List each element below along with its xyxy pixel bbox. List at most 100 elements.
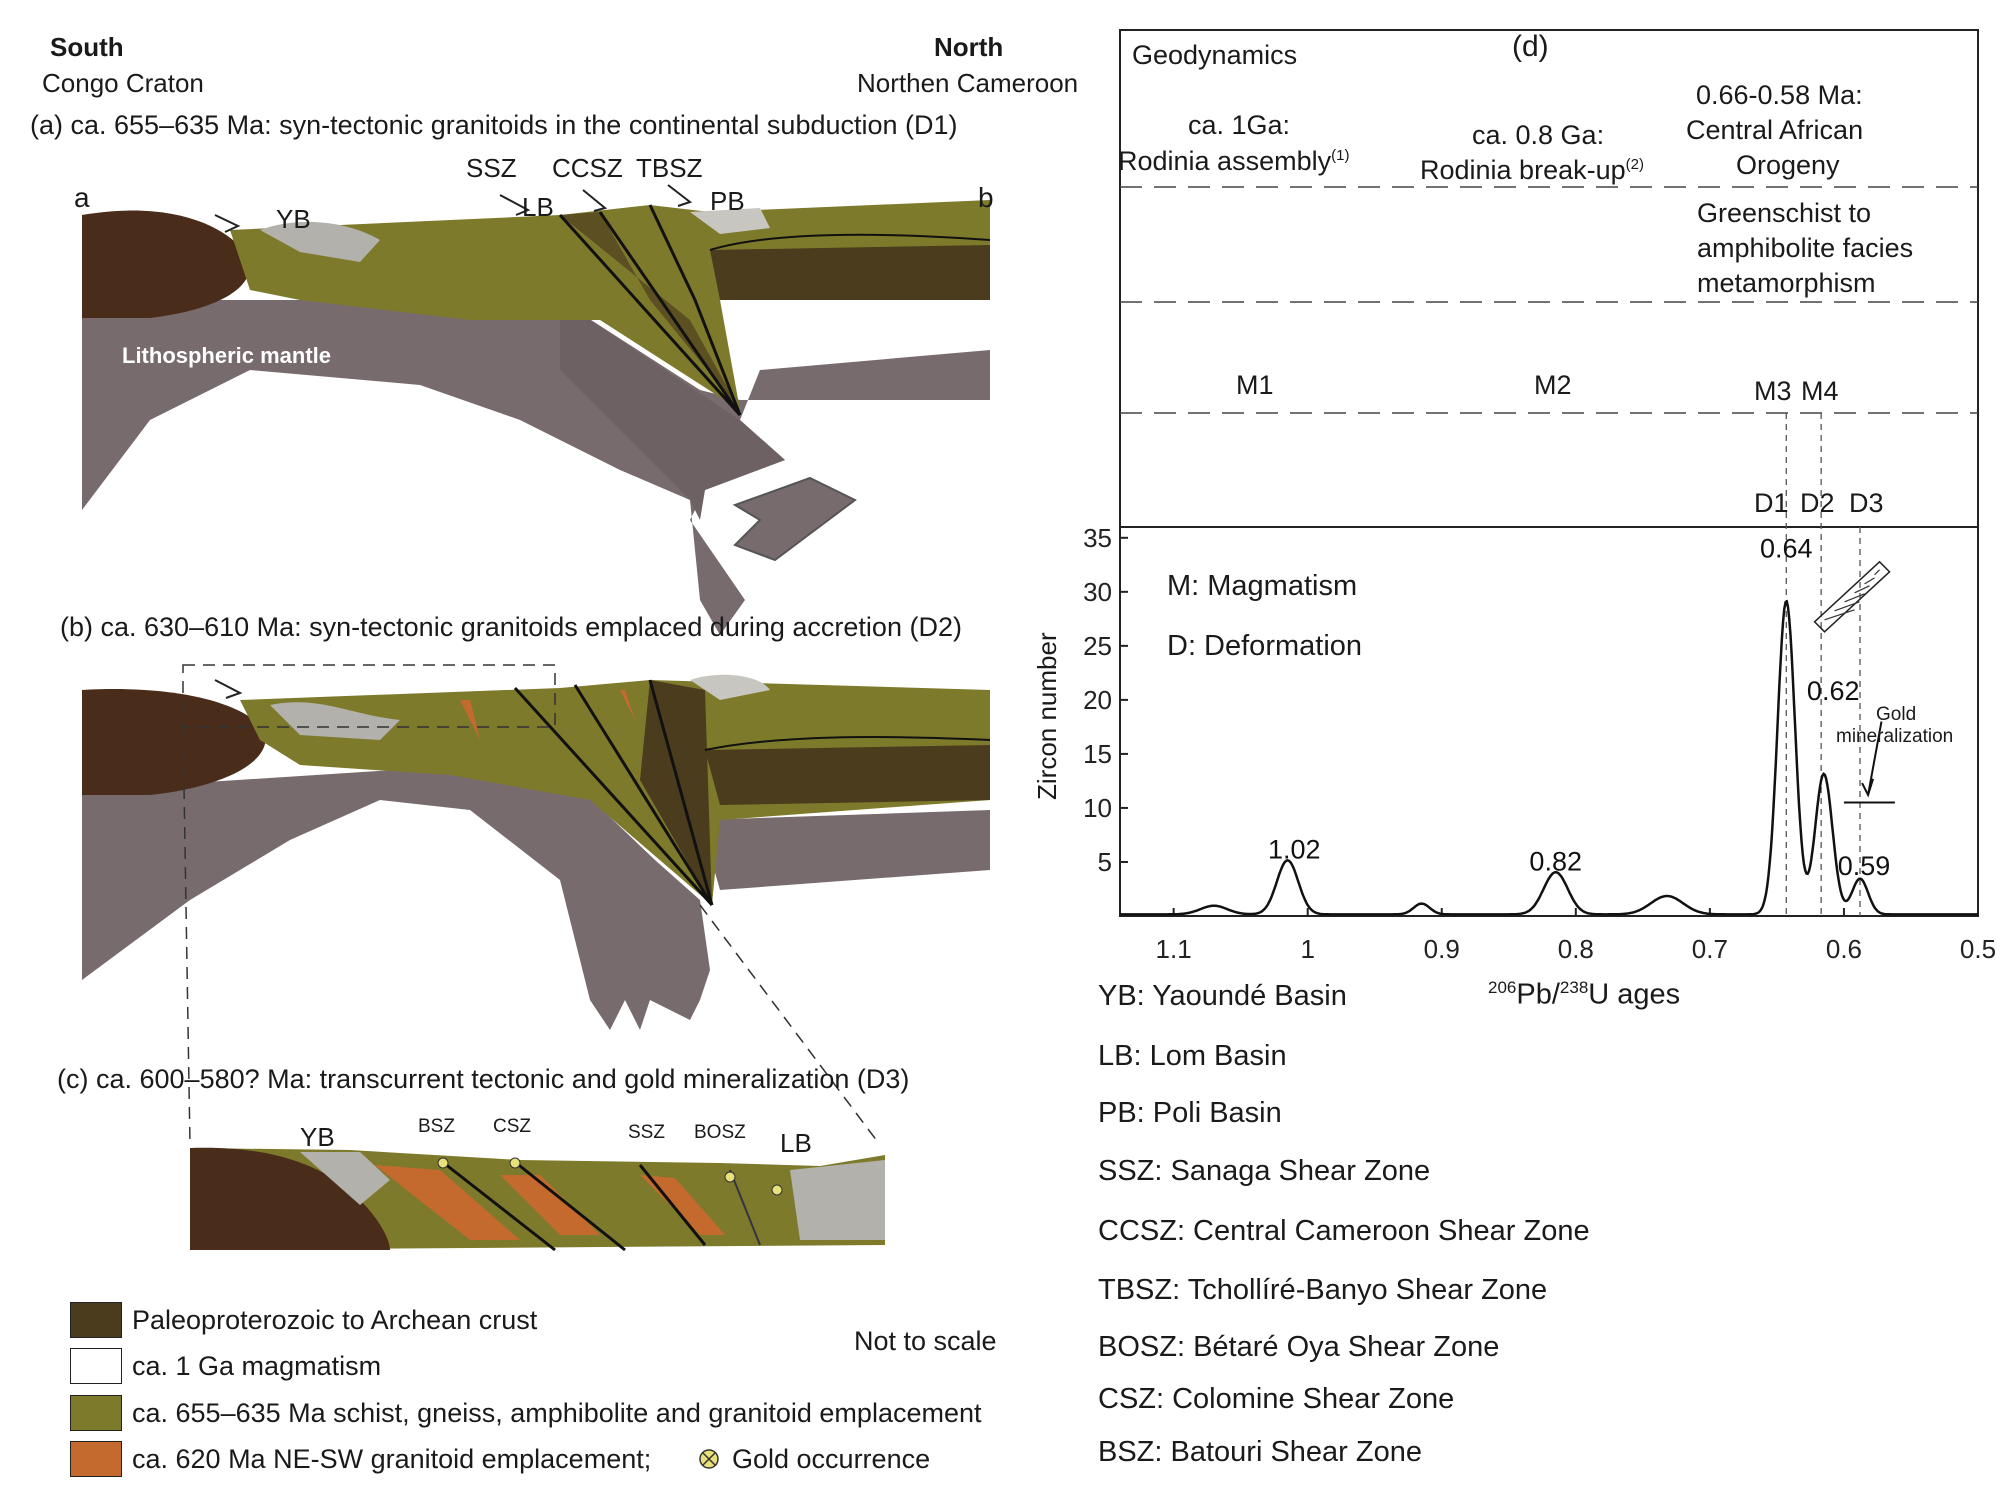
fault-b3 [648, 679, 714, 906]
m3-label: M3 [1754, 376, 1792, 406]
north-label: North [934, 32, 1004, 62]
abbr-yb: YB: Yaoundé Basin [1098, 980, 1347, 1012]
fault-ccsz [598, 211, 742, 416]
olive-crust-b [240, 680, 990, 905]
event2-text: Rodinia break-up [1420, 155, 1626, 185]
legend-swatch [70, 1395, 122, 1431]
shear-fabric-line [1874, 569, 1880, 576]
fault-arrow-icon [667, 184, 693, 207]
lb-label-a: LB [522, 192, 554, 222]
cameroon-label: Northen Cameroon [857, 68, 1079, 98]
grey-schist-b [270, 702, 400, 740]
paleo-crust-a [710, 245, 990, 300]
d3-label: D3 [1849, 488, 1884, 518]
yb-label-c: YB [300, 1122, 335, 1152]
gold-occurrence-icon [771, 1184, 783, 1196]
congo-label: Congo Craton [42, 68, 204, 98]
legend-label: ca. 655–635 Ma schist, gneiss, amphiboli… [132, 1397, 982, 1428]
d2-label: D2 [1800, 488, 1835, 518]
legend-label: ca. 620 Ma NE-SW granitoid emplacement; [132, 1443, 652, 1474]
y-axis-label: Zircon number [1032, 632, 1062, 800]
abbr-bosz: BOSZ: Bétaré Oya Shear Zone [1098, 1331, 1500, 1363]
tbsz-label-a: TBSZ [636, 153, 703, 183]
gold-legend-label: Gold occurrence [732, 1444, 931, 1474]
yb-label-a: YB [276, 204, 311, 234]
peak-label: 0.64 [1760, 533, 1813, 563]
congo-craton-c [190, 1147, 390, 1250]
event1-text: Rodinia assembly [1118, 146, 1332, 176]
legend-schist: ca. 655–635 Ma schist, gneiss, amphiboli… [70, 1393, 982, 1433]
not-to-scale-label: Not to scale [854, 1326, 997, 1356]
grey-schist-c2 [790, 1160, 885, 1240]
subducting-slab [560, 300, 785, 520]
grey-schist-c [300, 1152, 390, 1205]
fault-arrow-icon [499, 194, 531, 216]
d1-label: D1 [1754, 488, 1789, 518]
fault-tbsz [648, 204, 742, 416]
x-label-end: U ages [1588, 978, 1681, 1011]
mantle-right-b [700, 810, 990, 890]
ssz-label-a: SSZ [466, 153, 517, 183]
point-b-label: b [978, 182, 994, 213]
x-tick-label: 0.9 [1424, 934, 1460, 964]
grey-schist-a [260, 221, 380, 262]
shear-fabric-icon [1813, 560, 1891, 633]
event1-line1: ca. 1Ga: [1188, 110, 1291, 140]
granitoid-b [460, 700, 480, 740]
peak-label: 0.59 [1838, 851, 1891, 881]
lithospheric-mantle-a [82, 300, 990, 635]
abbr-lb: LB: Lom Basin [1098, 1040, 1287, 1072]
ccsz-label-a: CCSZ [552, 153, 623, 183]
ssz-label-c: SSZ [628, 1122, 665, 1143]
cross-section-graphics [79, 184, 991, 1469]
south-label: South [50, 32, 124, 62]
legend-swatch [70, 1348, 122, 1384]
fault-c-ssz [638, 1164, 707, 1246]
legend-swatch [70, 1441, 122, 1477]
x-tick-label: 1 [1300, 934, 1314, 964]
x-label-mid: Pb/ [1516, 978, 1560, 1011]
panel-a-section [82, 184, 991, 635]
gold-label-2: mineralization [1836, 726, 1954, 747]
meta-line3: metamorphism [1697, 268, 1876, 298]
legend-label: Paleoproterozoic to Archean crust [132, 1304, 538, 1335]
shear-fabric-line [1864, 577, 1875, 585]
x-tick-label: 0.5 [1960, 934, 1996, 964]
panel-d-label: (d) [1512, 30, 1549, 63]
peak-label: 0.82 [1529, 847, 1582, 877]
event3-line2: Central African [1686, 115, 1864, 145]
m4-label: M4 [1801, 376, 1839, 406]
geodynamics-label: Geodynamics [1132, 40, 1298, 70]
fault-arrow-icon [214, 214, 241, 233]
fault-b1 [513, 686, 714, 907]
key-deformation: D: Deformation [1167, 630, 1363, 662]
grey-schist-pb [690, 208, 770, 234]
x-axis-label: 206Pb/238U ages [1488, 978, 1680, 1012]
gold-label-1: Gold [1876, 704, 1917, 725]
x-tick-label: 1.1 [1156, 934, 1192, 964]
event2-line1: ca. 0.8 Ga: [1472, 120, 1605, 150]
panel-c-title: (c) ca. 600–580? Ma: transcurrent tecton… [57, 1064, 910, 1094]
gold-occurrence-icon [437, 1157, 449, 1169]
shear-fabric-line [1844, 593, 1865, 603]
event3-line1: 0.66-0.58 Ma: [1696, 80, 1863, 110]
legend-label: ca. 1 Ga magmatism [132, 1350, 382, 1381]
slab-fragment [732, 476, 857, 562]
crust-boundary-b [704, 736, 991, 751]
congo-craton-a [82, 210, 251, 318]
x-tick-label: 0.6 [1826, 934, 1862, 964]
fault-arrow-icon [582, 189, 608, 212]
fault-c-csz [514, 1160, 626, 1252]
legend-1ga: ca. 1 Ga magmatism [70, 1346, 381, 1386]
granitoid-c [375, 1165, 520, 1240]
gold-arrowhead-icon [1861, 778, 1875, 798]
fault-arrow-icon [214, 679, 243, 699]
abbr-ccsz: CCSZ: Central Cameroon Shear Zone [1098, 1215, 1590, 1247]
lithospheric-mantle-b [82, 760, 710, 1030]
abbr-bsz: BSZ: Batouri Shear Zone [1098, 1436, 1422, 1468]
grey-schist-b2 [690, 674, 770, 700]
meta-line1: Greenschist to [1697, 198, 1872, 228]
zoom-line [699, 904, 881, 1146]
fault-ssz [558, 213, 742, 417]
fault-c-bosz [729, 1169, 761, 1246]
